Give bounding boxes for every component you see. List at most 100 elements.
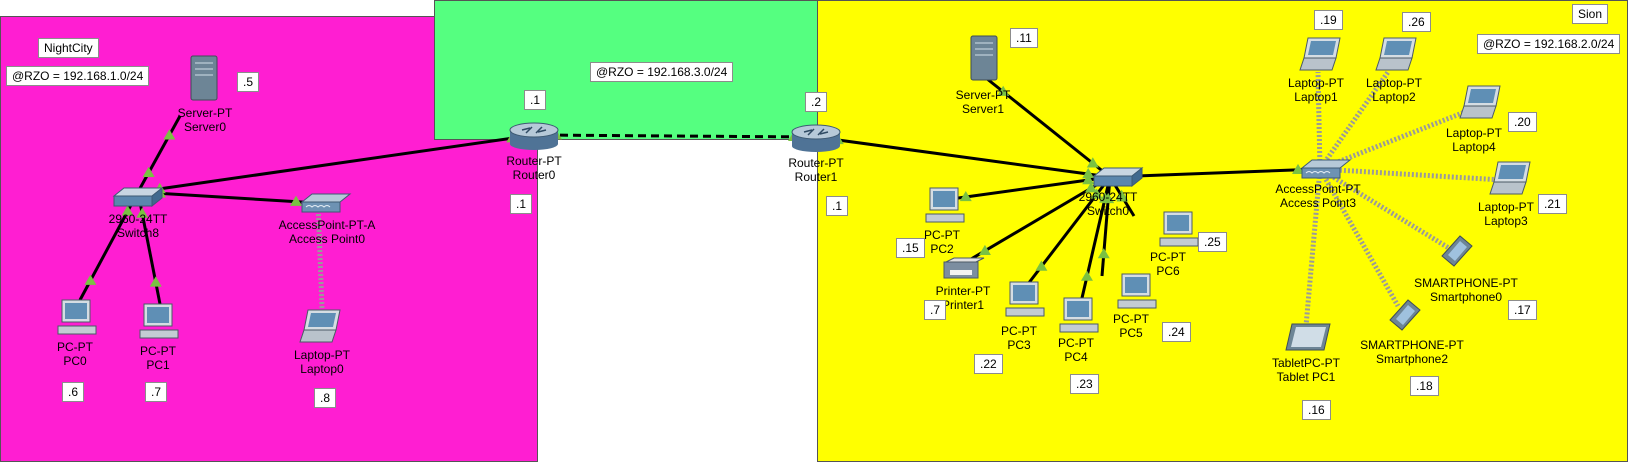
port-status-indicator <box>1082 174 1095 185</box>
ip-note-pc4: .23 <box>1070 374 1099 394</box>
pc-icon[interactable] <box>1158 210 1200 250</box>
link-ap3-smartphone0[interactable] <box>1318 166 1454 253</box>
ip-note-laptop4: .20 <box>1508 112 1537 132</box>
link-switch0-ap3[interactable] <box>1109 167 1321 179</box>
port-status-indicator <box>1115 189 1128 200</box>
switch-icon[interactable] <box>112 186 164 208</box>
laptop-icon[interactable] <box>1488 160 1534 198</box>
pc-icon[interactable] <box>1116 272 1158 312</box>
link-pc1-switch8[interactable] <box>136 191 162 305</box>
port-status-indicator <box>136 207 149 218</box>
port-status-indicator <box>1035 260 1048 271</box>
router-icon[interactable] <box>508 120 560 150</box>
port-status-indicator <box>1082 168 1095 179</box>
ip-note-pc1: .7 <box>145 382 168 402</box>
ip-note-router0-lan: .1 <box>510 194 533 214</box>
printer-icon[interactable] <box>940 256 986 282</box>
laptop-icon[interactable] <box>298 308 344 346</box>
port-status-indicator <box>1292 163 1305 175</box>
port-status-indicator <box>121 205 134 216</box>
zone-network-nightcity: @RZO = 192.168.1.0/24 <box>6 66 150 86</box>
server-icon[interactable] <box>188 54 222 102</box>
port-status-indicator <box>1085 182 1098 193</box>
ip-note-pc0: .6 <box>62 382 85 402</box>
ip-note-laptop0: .8 <box>314 388 337 408</box>
ip-note-router1-wan: .2 <box>805 92 828 112</box>
port-status-indicator <box>1080 270 1093 281</box>
smartphone-icon[interactable] <box>1438 232 1476 270</box>
server-icon[interactable] <box>968 34 1002 82</box>
port-status-indicator <box>959 190 972 202</box>
port-status-indicator <box>84 274 97 285</box>
zone-name-nightcity: NightCity <box>38 38 99 58</box>
link-laptop0-ap0[interactable] <box>315 202 325 309</box>
link-router0-router1[interactable] <box>533 133 817 139</box>
ip-note-printer1: .7 <box>924 300 947 320</box>
link-ap3-laptop4[interactable] <box>1319 107 1471 172</box>
access-point-icon[interactable] <box>1300 158 1352 180</box>
laptop-icon[interactable] <box>1298 36 1344 74</box>
zone-network-sion: @RZO = 192.168.2.0/24 <box>1477 34 1621 54</box>
laptop-icon[interactable] <box>1458 84 1504 122</box>
pc-icon[interactable] <box>1004 280 1046 320</box>
ip-note-laptop1: .19 <box>1314 10 1343 30</box>
link-switch8-router0[interactable] <box>137 133 535 194</box>
port-status-indicator <box>1097 248 1110 259</box>
ip-note-smartphone2: .18 <box>1410 376 1439 396</box>
pc-icon[interactable] <box>138 302 180 342</box>
ip-note-smartphone0: .17 <box>1508 300 1537 320</box>
switch-icon[interactable] <box>1092 166 1144 188</box>
ip-note-pc5: .24 <box>1162 322 1191 342</box>
link-router1-switch0[interactable] <box>815 135 1111 179</box>
ip-note-router0-wan: .1 <box>524 90 547 110</box>
pc-icon[interactable] <box>1058 296 1100 336</box>
ip-note-pc6: .25 <box>1198 232 1227 252</box>
port-status-indicator <box>997 85 1010 96</box>
laptop-icon[interactable] <box>1374 36 1420 74</box>
ip-note-tablet1: .16 <box>1302 400 1331 420</box>
smartphone-icon[interactable] <box>1386 296 1424 334</box>
access-point-icon[interactable] <box>300 192 352 214</box>
port-status-indicator <box>142 166 155 177</box>
zone-name-sion: Sion <box>1572 4 1609 24</box>
ip-note-server1: .11 <box>1010 28 1038 48</box>
port-status-indicator <box>149 276 162 287</box>
pc-icon[interactable] <box>924 186 966 226</box>
link-switch8-ap0[interactable] <box>137 190 319 205</box>
router-icon[interactable] <box>790 122 842 152</box>
port-status-indicator <box>290 195 303 206</box>
port-status-indicator <box>1090 188 1103 199</box>
zone-network-wan: @RZO = 192.168.3.0/24 <box>590 62 734 82</box>
tablet-icon[interactable] <box>1284 322 1332 352</box>
link-ap3-laptop1[interactable] <box>1315 71 1323 170</box>
link-pc5-switch0[interactable] <box>1100 176 1112 277</box>
link-server0-switch8[interactable] <box>136 115 182 193</box>
pc-icon[interactable] <box>56 298 98 338</box>
ip-note-laptop3: .21 <box>1538 194 1567 214</box>
link-pc2-switch0[interactable] <box>943 175 1111 202</box>
